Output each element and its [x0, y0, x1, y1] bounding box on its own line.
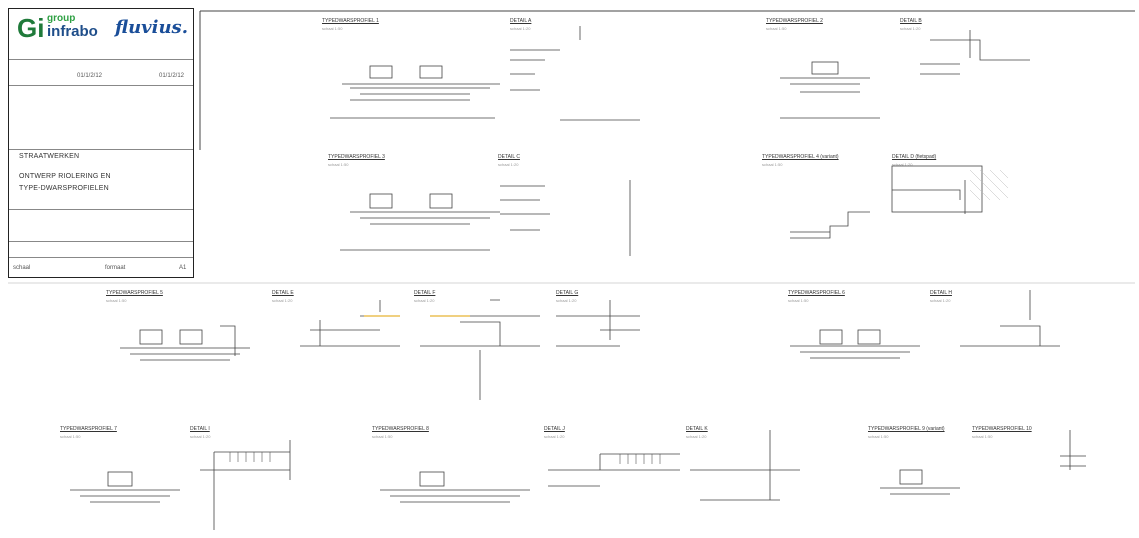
- fluvius-logo: fluvius.: [115, 17, 188, 38]
- section-title: DETAIL I: [190, 426, 210, 432]
- field-2: 01/1/2/12: [159, 73, 185, 79]
- section-scale: schaal 1:20: [892, 162, 913, 167]
- section-title: TYPEDWARSPROFIEL 3: [328, 154, 385, 160]
- section-scale: schaal 1:50: [868, 434, 889, 439]
- footer-no: A1: [179, 265, 187, 271]
- section-scale: schaal 1:50: [766, 26, 787, 31]
- section-scale: schaal 1:50: [788, 298, 809, 303]
- section-scale: schaal 1:50: [328, 162, 349, 167]
- section-title: TYPEDWARSPROFIEL 6: [788, 290, 845, 296]
- footer-scale: schaal: [13, 265, 31, 271]
- section-scale: schaal 1:50: [60, 434, 81, 439]
- section-title: TYPEDWARSPROFIEL 9 (variant): [868, 426, 945, 432]
- section-title: DETAIL B: [900, 18, 922, 24]
- infrabo-logo-text: infrabo: [47, 23, 98, 40]
- gi-logo: Gi: [17, 13, 45, 43]
- footer-sheet: formaat: [105, 265, 126, 271]
- section-scale: schaal 1:20: [930, 298, 951, 303]
- section-scale: schaal 1:20: [556, 298, 577, 303]
- section-title: DETAIL A: [510, 18, 532, 24]
- section-title: DETAIL E: [272, 290, 294, 296]
- section-title: TYPEDWARSPROFIEL 5: [106, 290, 163, 296]
- section-title: TYPEDWARSPROFIEL 10: [972, 426, 1032, 432]
- section-scale: schaal 1:50: [372, 434, 393, 439]
- section-scale: schaal 1:20: [900, 26, 921, 31]
- divider: [9, 85, 193, 86]
- section-title: TYPEDWARSPROFIEL 2: [766, 18, 823, 24]
- section-title: DETAIL F: [414, 290, 436, 296]
- divider: [9, 241, 193, 242]
- group-logo-text: group: [47, 13, 76, 24]
- section-title: TYPEDWARSPROFIEL 1: [322, 18, 379, 24]
- section-scale: schaal 1:20: [190, 434, 211, 439]
- section-title: TYPEDWARSPROFIEL 7: [60, 426, 117, 432]
- section-scale: schaal 1:50: [322, 26, 343, 31]
- title-block: Gi group infrabo fluvius. 01/1/2/12 01/1…: [8, 8, 194, 278]
- divider: [9, 209, 193, 210]
- project-line-2: ONTWERP RIOLERING EN: [19, 173, 111, 180]
- section-title: DETAIL D (fietspad): [892, 154, 937, 160]
- section-title: DETAIL G: [556, 290, 579, 296]
- section-scale: schaal 1:20: [414, 298, 435, 303]
- section-title: DETAIL H: [930, 290, 952, 296]
- section-scale: schaal 1:20: [510, 26, 531, 31]
- section-scale: schaal 1:20: [686, 434, 707, 439]
- divider: [9, 257, 193, 258]
- section-scale: schaal 1:20: [272, 298, 293, 303]
- divider: [9, 59, 193, 60]
- project-line-1: STRAATWERKEN: [19, 153, 80, 160]
- divider: [9, 149, 193, 150]
- section-scale: schaal 1:20: [544, 434, 565, 439]
- section-title: DETAIL K: [686, 426, 708, 432]
- section-scale: schaal 1:50: [106, 298, 127, 303]
- section-title: DETAIL J: [544, 426, 565, 432]
- section-scale: schaal 1:50: [972, 434, 993, 439]
- section-scale: schaal 1:50: [762, 162, 783, 167]
- field-1: 01/1/2/12: [77, 73, 103, 79]
- section-scale: schaal 1:20: [498, 162, 519, 167]
- section-title: DETAIL C: [498, 154, 520, 160]
- section-title: TYPEDWARSPROFIEL 4 (variant): [762, 154, 839, 160]
- project-line-3: TYPE-DWARSPROFIELEN: [19, 185, 109, 192]
- section-title: TYPEDWARSPROFIEL 8: [372, 426, 429, 432]
